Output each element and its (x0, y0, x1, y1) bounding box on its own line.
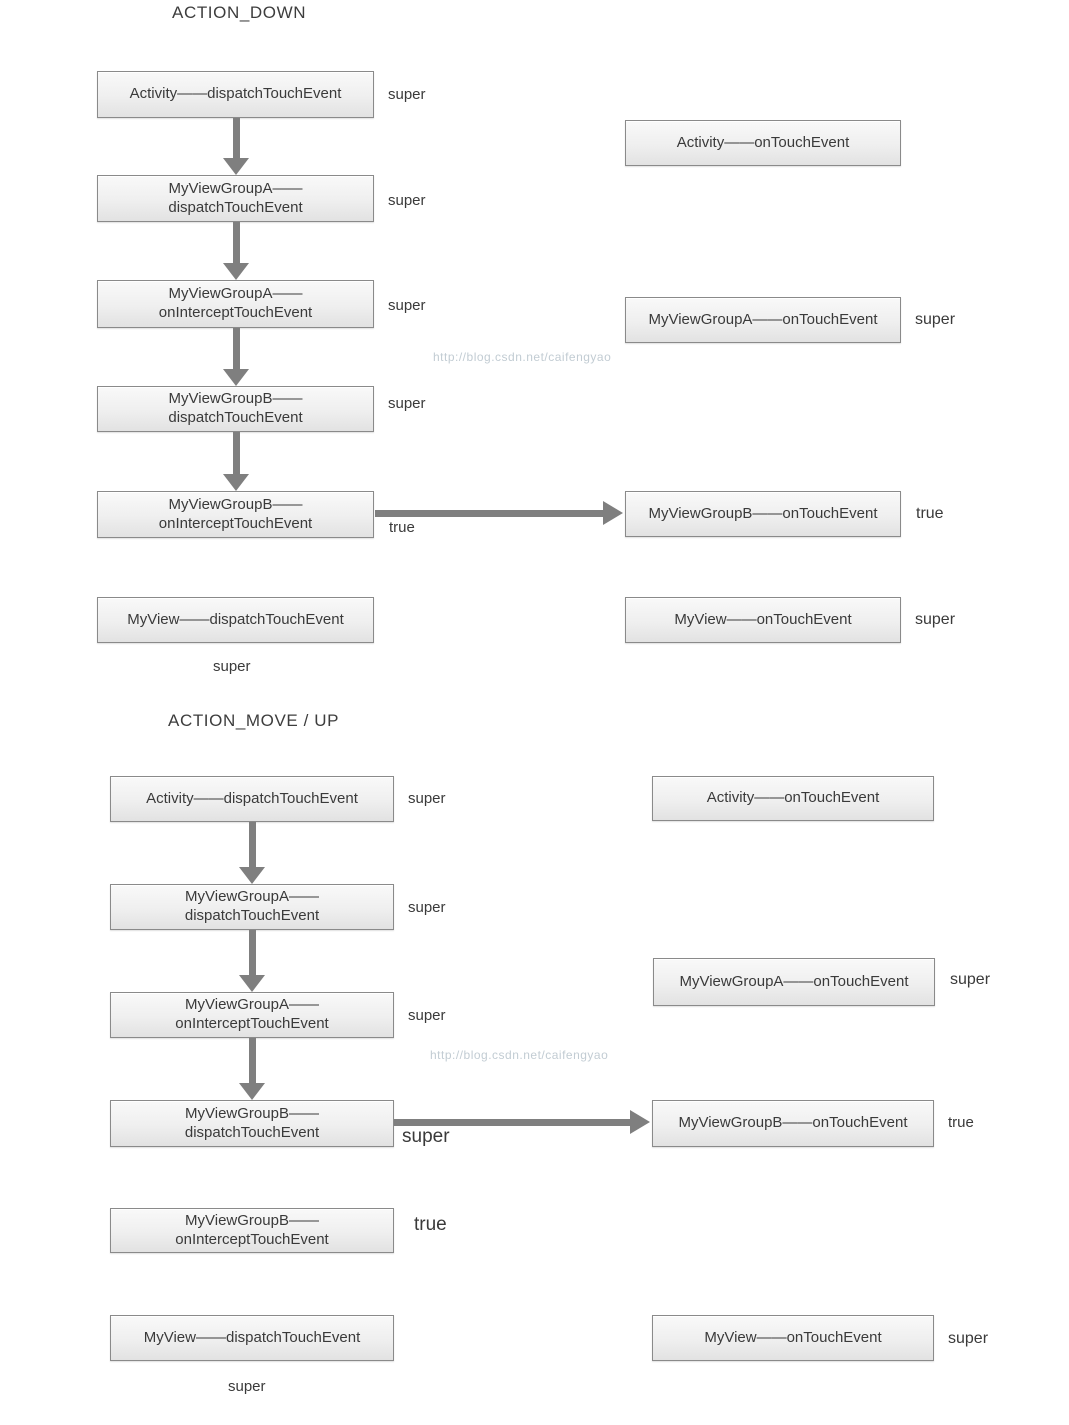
node-down-viewgroupb-dispatchtouchevent: MyViewGroupB——dispatchTouchEvent (97, 386, 374, 432)
result-label: super (408, 1007, 446, 1024)
node-text: MyViewGroupA—— (185, 996, 319, 1014)
node-down-viewgroupa-ontouchevent: MyViewGroupA——onTouchEvent (625, 297, 901, 343)
node-down-viewgroupa-onintercepttouchevent: MyViewGroupA——onInterceptTouchEvent (97, 280, 374, 328)
arrow-down-icon (223, 222, 249, 280)
node-down-viewgroupa-dispatchtouchevent: MyViewGroupA——dispatchTouchEvent (97, 175, 374, 222)
arrow-down-icon (223, 118, 249, 175)
arrow-right-icon (394, 1110, 650, 1134)
node-down-viewgroupb-ontouchevent: MyViewGroupB——onTouchEvent (625, 491, 901, 537)
node-text: MyViewGroupA——onTouchEvent (648, 310, 878, 328)
section-title-action-down: ACTION_DOWN (172, 3, 307, 22)
node-text: MyViewGroupB——onTouchEvent (678, 1114, 908, 1132)
node-text: MyViewGroupA—— (168, 285, 303, 303)
arrow-down-icon (239, 1038, 265, 1100)
node-down-viewgroupb-onintercepttouchevent: MyViewGroupB——onInterceptTouchEvent (97, 491, 374, 538)
section-title-action-move-up: ACTION_MOVE / UP (168, 711, 340, 730)
watermark: http://blog.csdn.net/caifengyao (430, 1048, 609, 1062)
result-label: super (228, 1378, 266, 1395)
node-move-viewgroupb-dispatchtouchevent: MyViewGroupB——dispatchTouchEvent (110, 1100, 394, 1147)
node-text: MyViewGroupB—— (185, 1104, 319, 1122)
result-label: true (389, 519, 415, 536)
node-text: Activity——onTouchEvent (706, 789, 880, 807)
result-label: super (388, 297, 426, 314)
node-text: dispatchTouchEvent (184, 907, 320, 924)
node-text: MyView——dispatchTouchEvent (143, 1328, 361, 1346)
node-text: MyView——dispatchTouchEvent (127, 610, 344, 628)
node-text: MyViewGroupA—— (168, 179, 303, 197)
node-move-myview-ontouchevent: MyView——onTouchEvent (652, 1315, 934, 1361)
result-label: super (408, 790, 446, 807)
node-text: MyView——onTouchEvent (704, 1328, 882, 1346)
node-move-viewgroupb-ontouchevent: MyViewGroupB——onTouchEvent (652, 1100, 934, 1147)
arrow-right-icon (375, 501, 623, 525)
node-move-viewgroupa-dispatchtouchevent: MyViewGroupA——dispatchTouchEvent (110, 884, 394, 930)
arrow-down-icon (239, 930, 265, 992)
node-text: onInterceptTouchEvent (158, 514, 313, 532)
node-text: MyViewGroupA—— (185, 888, 319, 906)
node-text: MyView——onTouchEvent (674, 610, 852, 628)
arrow-down-icon (223, 432, 249, 491)
node-text: onInterceptTouchEvent (158, 304, 313, 321)
result-label: super (915, 311, 956, 328)
arrow-down-icon (239, 822, 265, 884)
node-down-myview-dispatchtouchevent: MyView——dispatchTouchEvent (97, 597, 374, 643)
node-move-activity-ontouchevent: Activity——onTouchEvent (652, 776, 934, 821)
result-label: true (948, 1114, 974, 1131)
result-label: super (402, 1126, 450, 1147)
node-move-activity-dispatchtouchevent: Activity——dispatchTouchEvent (110, 776, 394, 822)
result-label: super (388, 86, 426, 103)
node-down-activity-dispatchtouchevent: Activity——dispatchTouchEvent (97, 71, 374, 118)
node-text: onInterceptTouchEvent (175, 1015, 329, 1032)
node-text: MyViewGroupB—— (168, 495, 303, 513)
node-text: dispatchTouchEvent (184, 1123, 320, 1141)
node-text: Activity——dispatchTouchEvent (146, 789, 358, 807)
result-label: super (915, 611, 956, 628)
node-text: MyViewGroupB——onTouchEvent (648, 504, 878, 522)
node-down-activity-ontouchevent: Activity——onTouchEvent (625, 120, 901, 166)
result-label: true (916, 505, 944, 522)
result-label: super (408, 899, 446, 916)
node-text: dispatchTouchEvent (168, 409, 303, 426)
result-label: super (388, 192, 426, 209)
node-text: MyViewGroupA——onTouchEvent (679, 972, 909, 990)
node-down-myview-ontouchevent: MyView——onTouchEvent (625, 597, 901, 643)
node-move-viewgroupb-onintercepttouchevent: MyViewGroupB——onInterceptTouchEvent (110, 1208, 394, 1253)
node-text: MyViewGroupB—— (168, 390, 303, 408)
watermark: http://blog.csdn.net/caifengyao (433, 350, 612, 364)
node-move-viewgroupa-onintercepttouchevent: MyViewGroupA——onInterceptTouchEvent (110, 992, 394, 1038)
node-move-viewgroupa-ontouchevent: MyViewGroupA——onTouchEvent (653, 958, 935, 1006)
result-label: super (950, 971, 991, 988)
result-label: super (213, 658, 251, 675)
node-text: MyViewGroupB—— (185, 1211, 319, 1229)
arrow-down-icon (223, 328, 249, 386)
node-move-myview-dispatchtouchevent: MyView——dispatchTouchEvent (110, 1315, 394, 1361)
result-label: super (948, 1330, 989, 1347)
node-text: Activity——onTouchEvent (676, 133, 850, 151)
result-label: true (414, 1214, 447, 1235)
node-text: dispatchTouchEvent (168, 198, 303, 216)
result-label: super (388, 395, 426, 412)
node-text: Activity——dispatchTouchEvent (129, 85, 342, 103)
node-text: onInterceptTouchEvent (175, 1230, 329, 1248)
